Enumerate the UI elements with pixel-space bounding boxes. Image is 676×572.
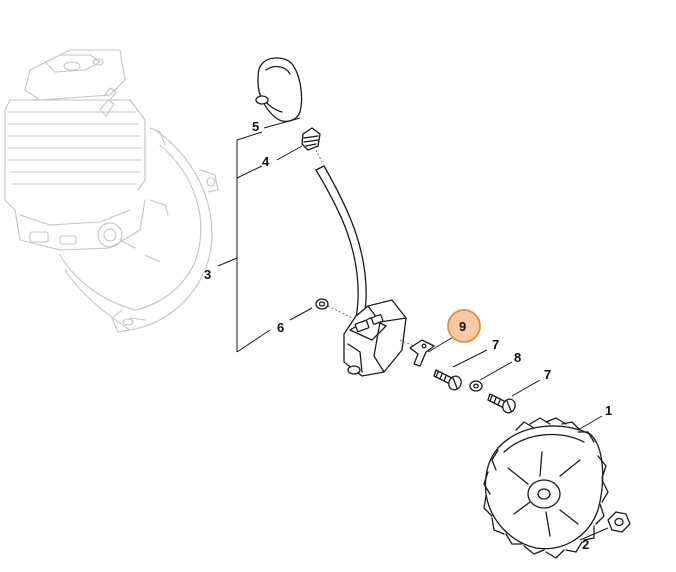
callout-7-upper[interactable]: 7 <box>492 337 499 352</box>
engine-background-drawing <box>4 49 219 333</box>
part-6-grommet <box>315 298 353 319</box>
part-9-terminal-clip <box>409 339 435 367</box>
callout-2[interactable]: 2 <box>582 537 589 552</box>
part-7-screw-lower <box>487 393 516 414</box>
callout-6[interactable]: 6 <box>277 320 284 335</box>
part-1-flywheel <box>483 417 609 559</box>
callout-8[interactable]: 8 <box>514 350 521 365</box>
callout-9[interactable]: 9 <box>459 319 466 334</box>
part-8-washer <box>469 380 483 392</box>
ignition-module <box>343 299 415 377</box>
part-2-nut <box>607 511 631 533</box>
callout-5[interactable]: 5 <box>252 119 259 134</box>
part-4-spring <box>301 127 323 163</box>
part-7-screw-upper <box>433 369 462 391</box>
callout-7-lower[interactable]: 7 <box>544 367 551 382</box>
callout-1[interactable]: 1 <box>605 403 612 418</box>
part-5-spark-plug-boot <box>255 57 303 123</box>
callout-bracket <box>217 131 271 353</box>
highlight-circle-9[interactable] <box>447 309 481 343</box>
callout-4[interactable]: 4 <box>262 154 270 169</box>
callout-3[interactable]: 3 <box>204 267 211 282</box>
